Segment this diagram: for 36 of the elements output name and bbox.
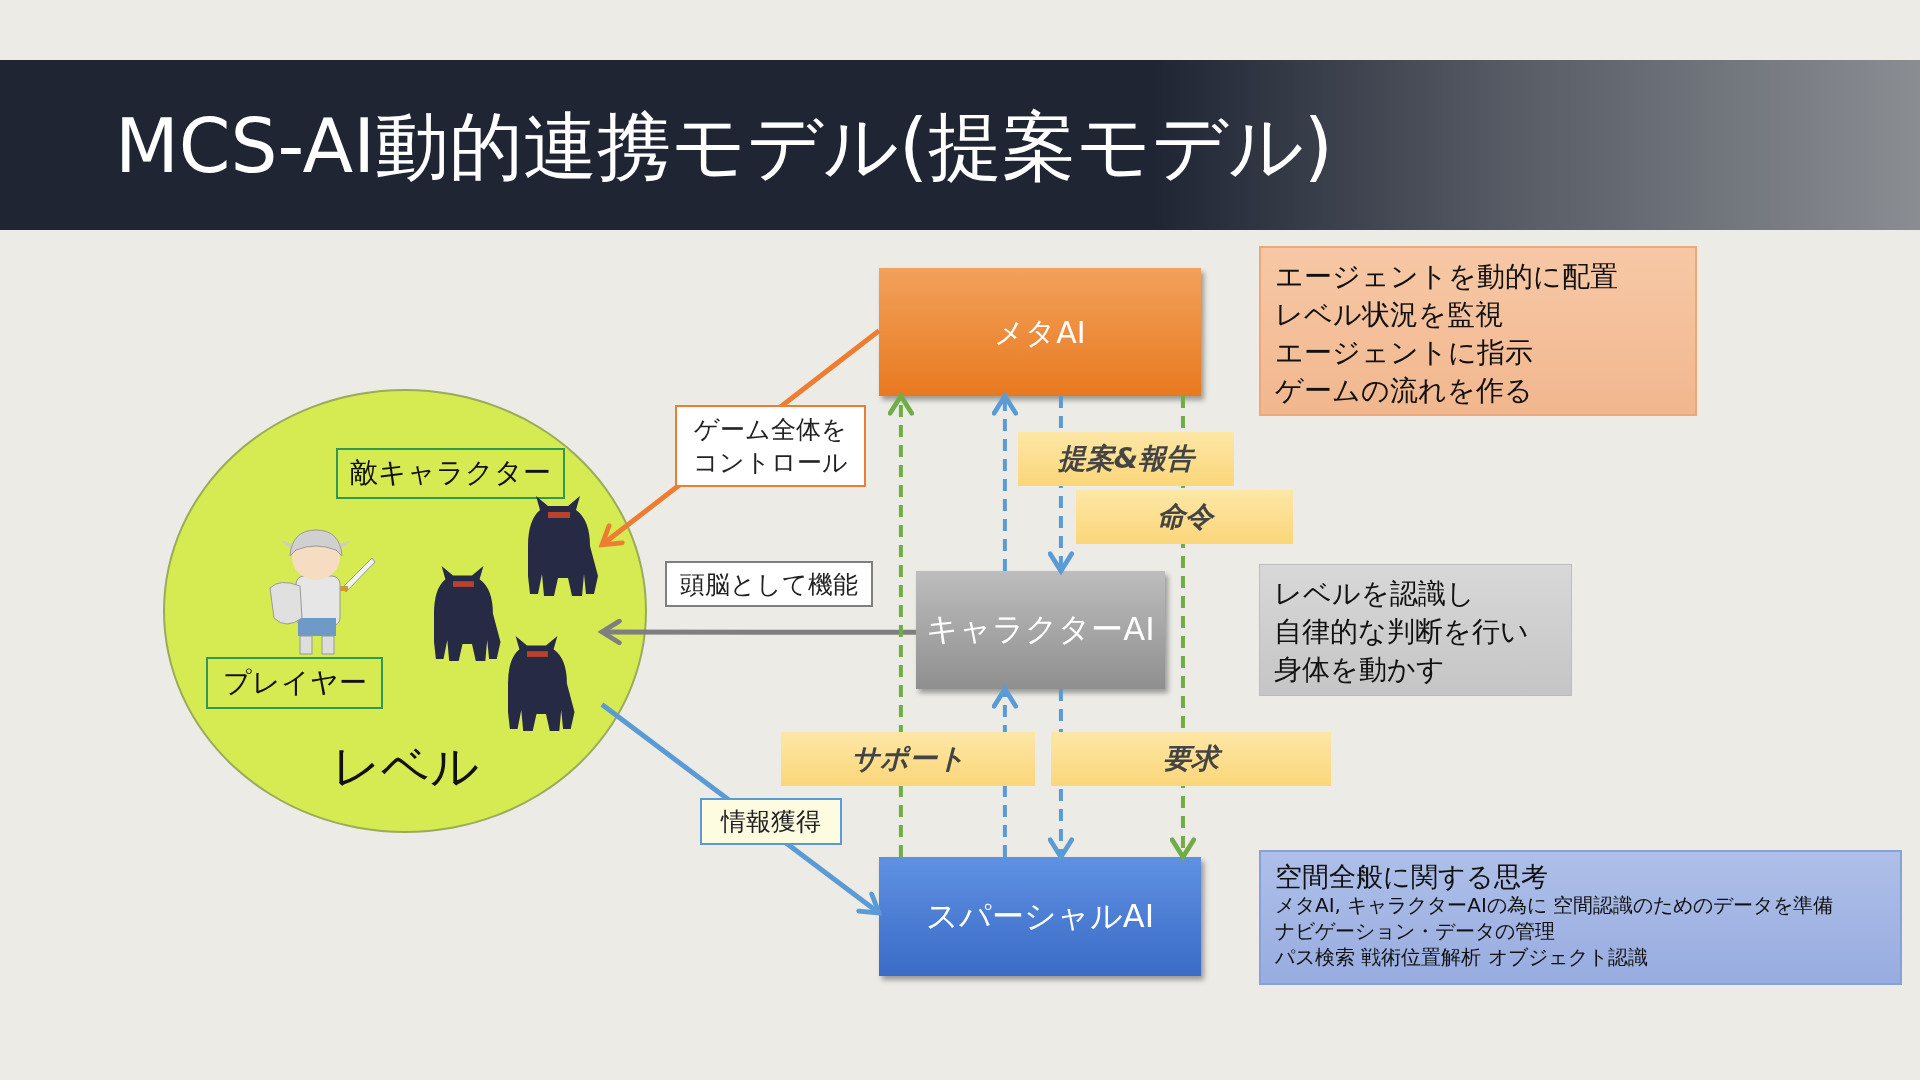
box-label: メタAI bbox=[994, 313, 1086, 352]
description-line: エージェントに指示 bbox=[1275, 335, 1534, 371]
description-line: パス検索 戦術位置解析 オブジェクト認識 bbox=[1275, 944, 1649, 970]
description-box bbox=[1259, 564, 1572, 696]
description-line: 身体を動かす bbox=[1274, 652, 1446, 688]
description-line: 自律的な判断を行い bbox=[1274, 614, 1530, 650]
character-tag bbox=[336, 448, 565, 499]
description-line: ナビゲーション・データの管理 bbox=[1275, 918, 1556, 944]
box-label: キャラクターAI bbox=[926, 609, 1155, 651]
description-box bbox=[1259, 246, 1697, 416]
spatial-ai-box bbox=[879, 857, 1201, 976]
box-label: プレイヤー bbox=[222, 664, 367, 701]
description-line: エージェントを動的に配置 bbox=[1275, 259, 1619, 295]
arrow bbox=[991, 393, 1019, 571]
flow-label: サポート bbox=[781, 732, 1035, 786]
slide-title: MCS-AI動的連携モデル(提案モデル) bbox=[115, 102, 1333, 191]
edge-label: ゲーム全体をコントロール bbox=[675, 405, 866, 487]
character-ai-box bbox=[916, 571, 1165, 689]
box-label: 敵キャラクター bbox=[350, 455, 551, 492]
flow-label: 要求 bbox=[1051, 732, 1331, 786]
description-line: レベルを認識し bbox=[1274, 576, 1476, 612]
description-box bbox=[1259, 850, 1902, 985]
flow-label: 提案&報告 bbox=[1018, 432, 1234, 486]
description-line: 空間全般に関する思考 bbox=[1275, 862, 1549, 892]
edge-label: 情報獲得 bbox=[700, 798, 842, 845]
description-line: レベル状況を監視 bbox=[1275, 297, 1504, 333]
character-tag bbox=[206, 657, 383, 709]
meta-ai-box bbox=[879, 268, 1201, 396]
arrow bbox=[599, 618, 916, 646]
description-line: メタAI, キャラクターAIの為に 空間認識のためのデータを準備 bbox=[1275, 892, 1835, 918]
level-label: レベル bbox=[330, 737, 480, 796]
edge-label: 頭脳として機能 bbox=[665, 561, 873, 607]
box-label: スパーシャルAI bbox=[925, 895, 1155, 937]
description-line: ゲームの流れを作る bbox=[1275, 373, 1534, 409]
arrow bbox=[887, 393, 915, 857]
flow-label: 命令 bbox=[1076, 490, 1293, 544]
